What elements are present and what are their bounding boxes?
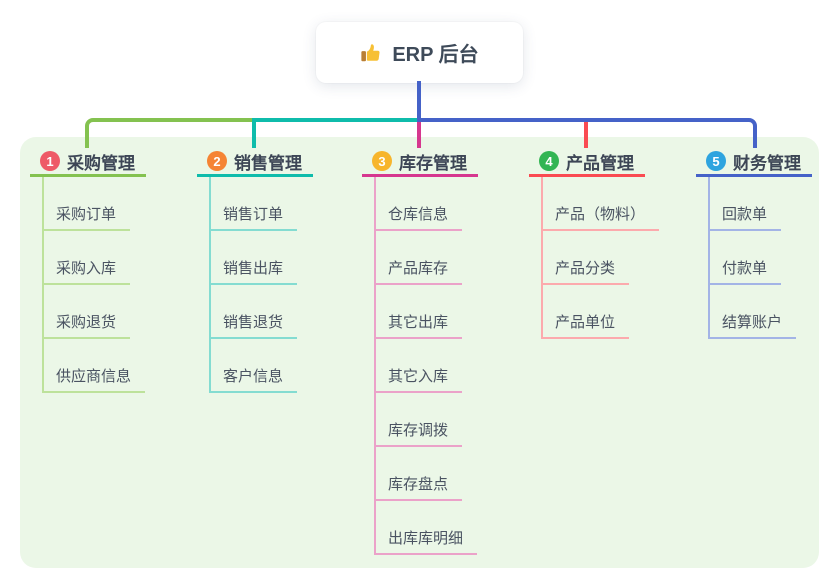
branch-node-header[interactable]: 3 库存管理 [362, 148, 478, 177]
branch-number-badge: 4 [539, 151, 559, 171]
root-node[interactable]: ERP 后台 [316, 22, 523, 83]
child-node[interactable]: 库存盘点 [374, 447, 463, 501]
root-connector-line [417, 81, 421, 122]
child-node[interactable]: 回款单 [708, 177, 782, 231]
child-node[interactable]: 付款单 [708, 231, 782, 285]
branch-label: 财务管理 [733, 153, 801, 173]
connector-elbow-right [743, 118, 757, 148]
branch-node-header[interactable]: 1 采购管理 [30, 148, 146, 177]
connector-horizontal-green [97, 118, 256, 122]
child-node[interactable]: 库存调拨 [374, 393, 463, 447]
child-node[interactable]: 其它入库 [374, 339, 463, 393]
connector-elbow-left [85, 118, 99, 148]
branch-number-badge: 1 [40, 151, 60, 171]
branch-node-header[interactable]: 5 财务管理 [696, 148, 812, 177]
child-node[interactable]: 产品库存 [374, 231, 463, 285]
branch-drop-line [252, 122, 256, 148]
child-node[interactable]: 销售订单 [209, 177, 298, 231]
child-node[interactable]: 供应商信息 [42, 339, 146, 393]
branch-label: 销售管理 [234, 153, 302, 173]
child-node[interactable]: 采购退货 [42, 285, 131, 339]
child-node[interactable]: 产品单位 [541, 285, 630, 339]
branch-children: 销售订单销售出库销售退货客户信息 [209, 177, 298, 393]
branch-children: 采购订单采购入库采购退货供应商信息 [42, 177, 146, 393]
child-node[interactable]: 销售退货 [209, 285, 298, 339]
root-title: ERP 后台 [392, 44, 479, 66]
mindmap-panel [20, 137, 819, 568]
child-node[interactable]: 采购入库 [42, 231, 131, 285]
connector-horizontal-teal [252, 118, 421, 122]
child-node[interactable]: 出库库明细 [374, 501, 478, 555]
connector-horizontal-blue [417, 118, 745, 122]
branch-children: 仓库信息产品库存其它出库其它入库库存调拨库存盘点出库库明细 [374, 177, 478, 555]
child-node[interactable]: 仓库信息 [374, 177, 463, 231]
branch-node-header[interactable]: 4 产品管理 [529, 148, 645, 177]
branch-children: 产品（物料）产品分类产品单位 [541, 177, 660, 339]
child-node[interactable]: 结算账户 [708, 285, 797, 339]
child-node[interactable]: 产品（物料） [541, 177, 660, 231]
branch-label: 库存管理 [399, 153, 467, 173]
child-node[interactable]: 采购订单 [42, 177, 131, 231]
branch-number-badge: 3 [372, 151, 392, 171]
branch-drop-line [417, 122, 421, 148]
branch-number-badge: 5 [706, 151, 726, 171]
child-node[interactable]: 其它出库 [374, 285, 463, 339]
branch-children: 回款单付款单结算账户 [708, 177, 797, 339]
child-node[interactable]: 销售出库 [209, 231, 298, 285]
branch-drop-line [584, 122, 588, 148]
thumbs-up-icon [361, 43, 380, 61]
child-node[interactable]: 客户信息 [209, 339, 298, 393]
branch-label: 产品管理 [566, 153, 634, 173]
child-node[interactable]: 产品分类 [541, 231, 630, 285]
branch-label: 采购管理 [67, 153, 135, 173]
branch-node-header[interactable]: 2 销售管理 [197, 148, 313, 177]
branch-number-badge: 2 [207, 151, 227, 171]
